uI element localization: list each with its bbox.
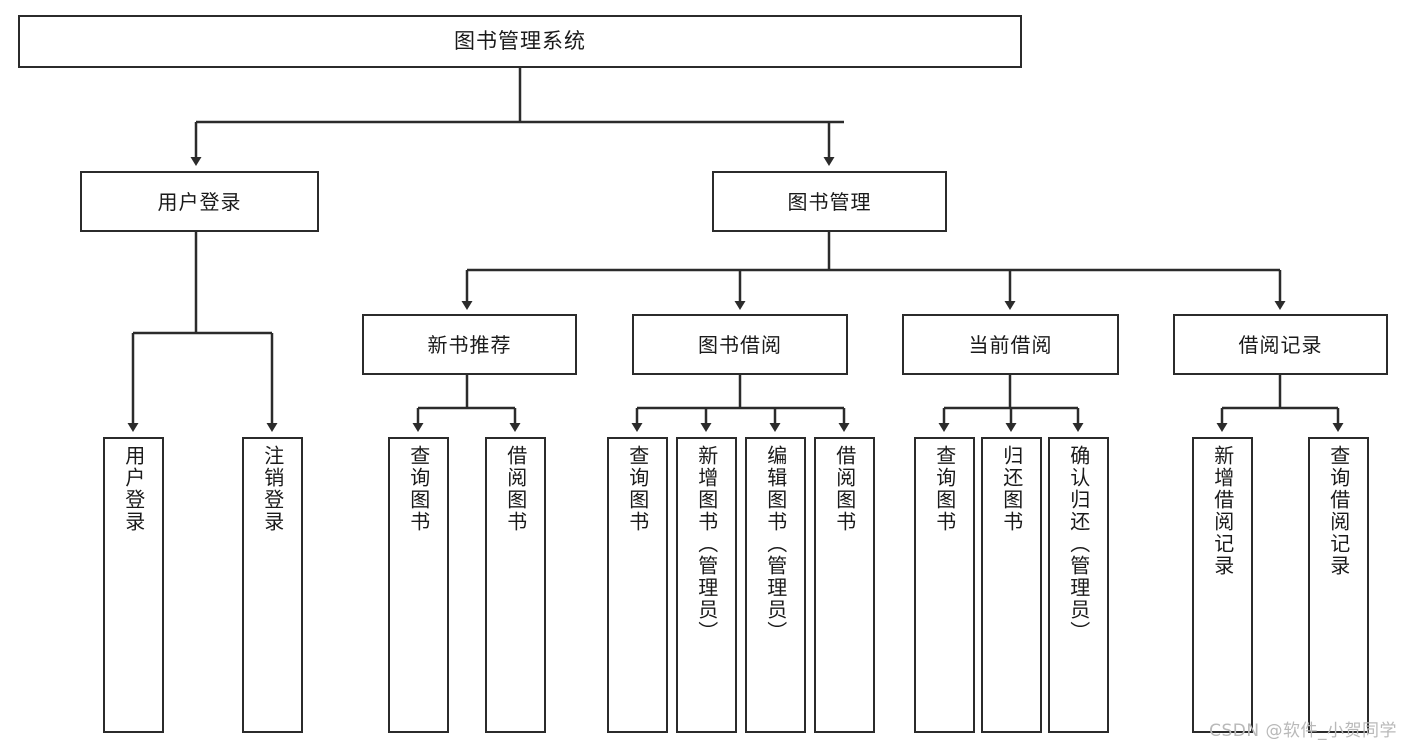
node-label: 图书借阅 [698, 332, 782, 357]
node-label: 编辑图书（管理员） [763, 445, 788, 643]
node-current-borrow[interactable]: 当前借阅 [902, 314, 1119, 375]
node-label: 查询借阅记录 [1326, 445, 1351, 577]
leaf-current-confirm-return-admin[interactable]: 确认归还（管理员） [1048, 437, 1109, 733]
leaf-record-add-record[interactable]: 新增借阅记录 [1192, 437, 1253, 733]
node-label: 图书管理 [787, 189, 872, 214]
node-label: 新增借阅记录 [1210, 445, 1235, 577]
node-root-system[interactable]: 图书管理系统 [18, 15, 1022, 68]
leaf-user-login-login[interactable]: 用户登录 [103, 437, 164, 733]
node-label: 新增图书（管理员） [694, 445, 719, 643]
leaf-borrow-edit-book-admin[interactable]: 编辑图书（管理员） [745, 437, 806, 733]
watermark-text: CSDN @软件_小贺同学 [1209, 721, 1397, 741]
leaf-borrow-query-book[interactable]: 查询图书 [607, 437, 668, 733]
node-label: 借阅图书 [832, 445, 857, 533]
node-label: 借阅图书 [503, 445, 528, 533]
leaf-recommend-query-book[interactable]: 查询图书 [388, 437, 449, 733]
node-label: 归还图书 [999, 445, 1024, 533]
node-label: 确认归还（管理员） [1066, 445, 1091, 643]
node-user-login[interactable]: 用户登录 [80, 171, 319, 232]
leaf-current-query-book[interactable]: 查询图书 [914, 437, 975, 733]
node-label: 借阅记录 [1238, 332, 1323, 357]
leaf-current-return-book[interactable]: 归还图书 [981, 437, 1042, 733]
leaf-recommend-borrow-book[interactable]: 借阅图书 [485, 437, 546, 733]
leaf-record-query-record[interactable]: 查询借阅记录 [1308, 437, 1369, 733]
node-book-borrow[interactable]: 图书借阅 [632, 314, 848, 375]
leaf-user-login-logout[interactable]: 注销登录 [242, 437, 303, 733]
node-book-management[interactable]: 图书管理 [712, 171, 947, 232]
node-label: 查询图书 [406, 445, 431, 533]
leaf-borrow-add-book-admin[interactable]: 新增图书（管理员） [676, 437, 737, 733]
node-new-book-recommend[interactable]: 新书推荐 [362, 314, 577, 375]
node-borrow-record[interactable]: 借阅记录 [1173, 314, 1388, 375]
node-label: 注销登录 [260, 445, 285, 533]
node-label: 用户登录 [157, 189, 242, 214]
node-label: 用户登录 [121, 445, 146, 533]
leaf-borrow-borrow-book[interactable]: 借阅图书 [814, 437, 875, 733]
node-label: 查询图书 [932, 445, 957, 533]
node-label: 查询图书 [625, 445, 650, 533]
node-label: 图书管理系统 [454, 28, 586, 53]
node-label: 当前借阅 [968, 332, 1053, 357]
node-label: 新书推荐 [427, 332, 512, 357]
